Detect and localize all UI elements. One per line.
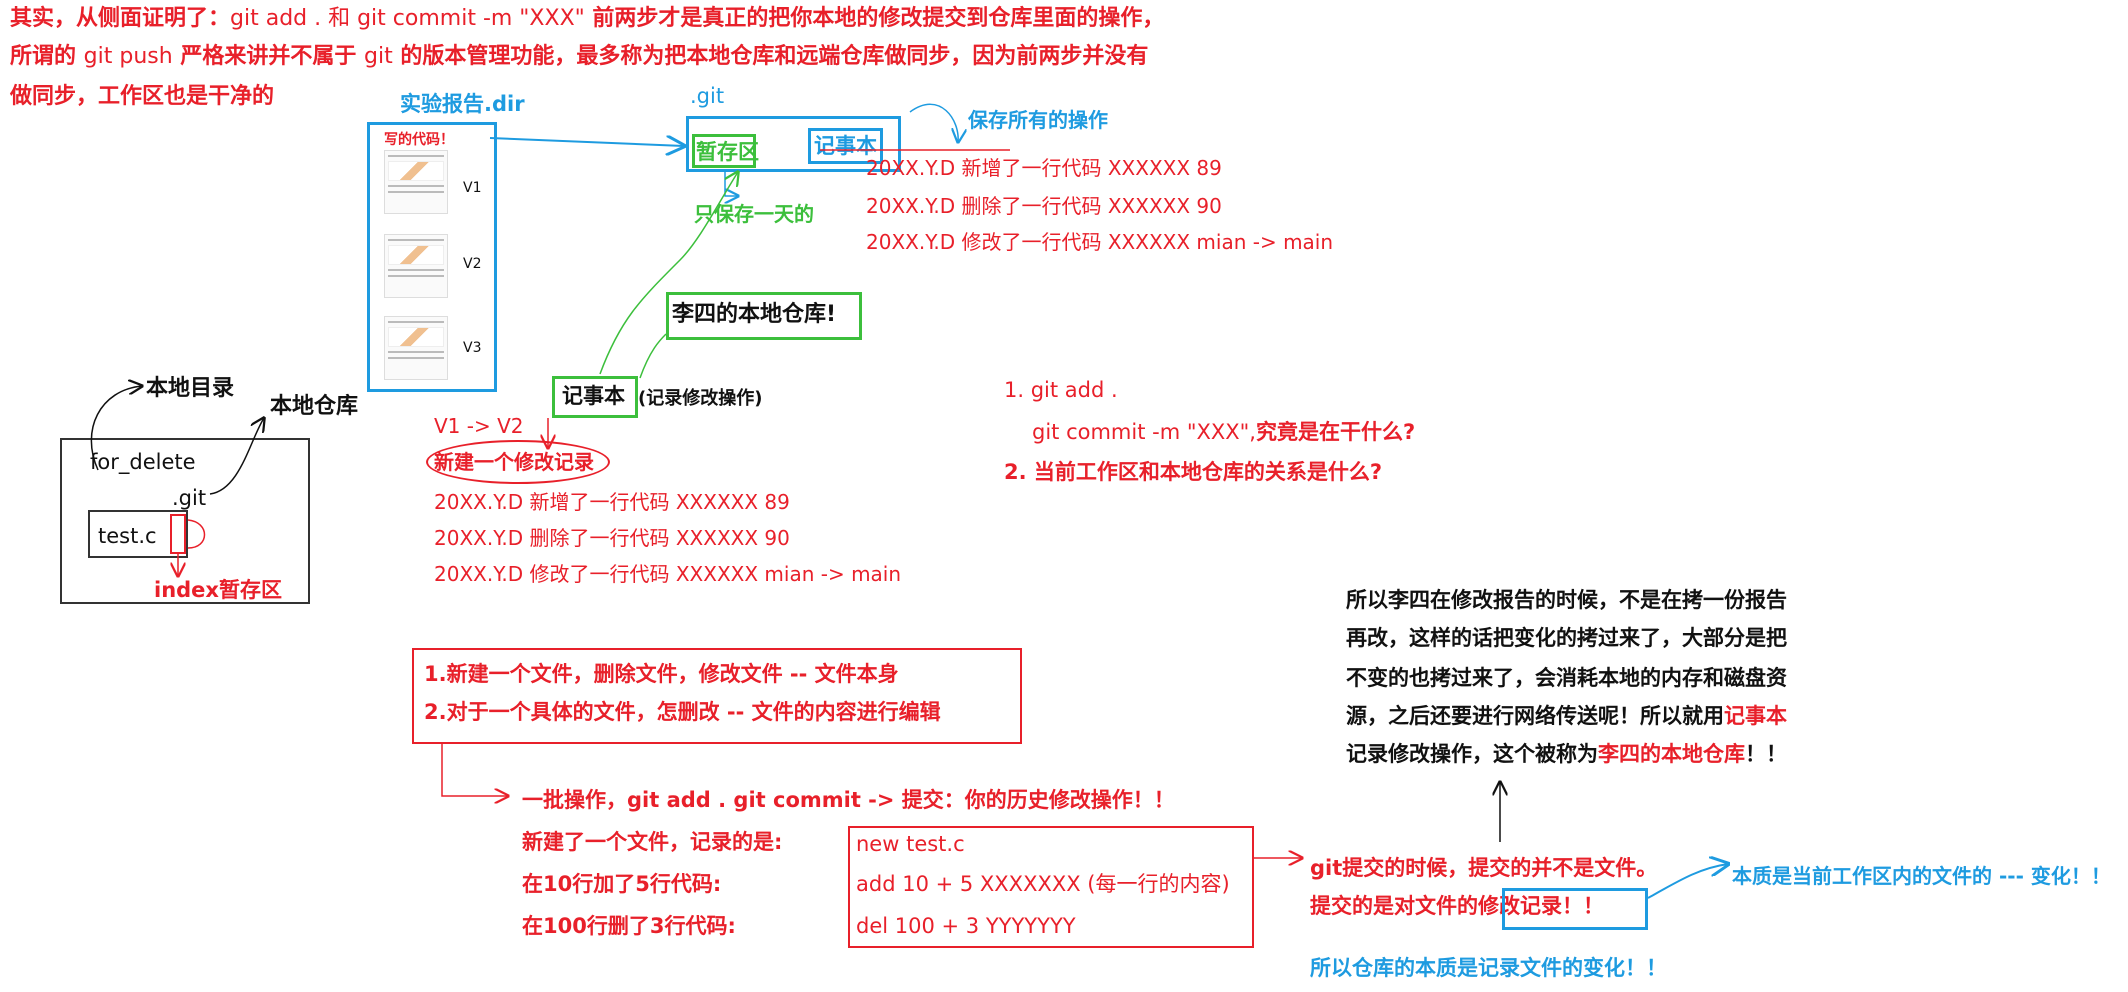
ops-item-2: 2.对于一个具体的文件，怎删改 -- 文件的内容进行编辑	[424, 700, 941, 724]
explain-line-3: 不变的也拷过来了，会消耗本地的内存和磁盘资	[1346, 666, 1787, 690]
header-line-2-b: 严格来讲并不属于	[172, 44, 365, 69]
save-one-day-note: 只保存一天的	[694, 202, 814, 226]
ops-row-3-label: 在100行删了3行代码:	[522, 914, 736, 938]
git-record-3: 20XX.Y.D 修改了一行代码 XXXXXX mian -> main	[866, 230, 1334, 254]
ops-item-1: 1.新建一个文件，删除文件，修改文件 -- 文件本身	[424, 662, 899, 686]
save-all-note: 保存所有的操作	[968, 108, 1108, 132]
conclusion-line-2-b: 修改记录！！	[1478, 894, 1604, 918]
lisi-arrow	[639, 333, 667, 379]
report-thumbnail-v2	[384, 234, 448, 298]
code-label: 写的代码！	[384, 132, 454, 148]
final-conclusion: 所以仓库的本质是记录文件的变化！！	[1310, 956, 1667, 980]
save-all-arrow	[909, 103, 958, 142]
header-line-3: 做同步，工作区也是干净的	[10, 84, 275, 109]
header-line-2-c: 的版本管理功能，最多称为把本地仓库和远端仓库做同步，因为前两步并没有	[392, 44, 1149, 69]
explain-line-5-b: 李四的本地仓库	[1598, 742, 1745, 766]
notebook-2-box	[552, 376, 638, 418]
explain-line-5-a: 记录修改操作，这个被称为	[1346, 742, 1598, 766]
local-record-2: 20XX.Y.D 删除了一行代码 XXXXXX 90	[434, 526, 790, 550]
question-2: 2. 当前工作区和本地仓库的关系是什么?	[1004, 460, 1383, 484]
header-line-1-rest: 前两步才是真正的把你本地的修改提交到仓库里面的操作，	[584, 6, 1165, 31]
index-curve	[187, 519, 206, 549]
report-to-git-arrow	[489, 138, 684, 146]
ops-row-1-label: 新建了一个文件，记录的是:	[522, 830, 783, 854]
staging-box	[692, 134, 756, 168]
report-thumbnail-v1	[384, 150, 448, 214]
explain-line-5-c: ！！	[1745, 742, 1787, 766]
conclusion-line-2-a: 提交的是对文件的	[1310, 894, 1478, 918]
report-thumbnail-v3	[384, 316, 448, 380]
local-record-1: 20XX.Y.D 新增了一行代码 XXXXXX 89	[434, 490, 790, 514]
local-record-3: 20XX.Y.D 修改了一行代码 XXXXXX mian -> main	[434, 562, 902, 586]
git-record-2: 20XX.Y.D 删除了一行代码 XXXXXX 90	[866, 194, 1222, 218]
explain-line-4: 源，之后还要进行网络传送呢！所以就用记事本	[1346, 704, 1787, 729]
local-dir-label: 本地目录	[146, 376, 235, 401]
version-v3: V3	[463, 340, 482, 356]
git-dir-box	[686, 116, 901, 172]
change-record-box	[1502, 888, 1648, 930]
ops-box	[412, 648, 1022, 744]
header-line-1: 其实，从侧面证明了：git add . 和 git commit -m "XXX…	[10, 6, 1164, 32]
explain-line-2: 再改，这样的话把变化的拷过来了，大部分是把	[1346, 626, 1787, 650]
header-line-2: 所谓的 git push 严格来讲并不属于 git 的版本管理功能，最多称为把本…	[10, 44, 1148, 70]
question-1a: 1. git add .	[1004, 378, 1118, 402]
explain-line-4-text: 源，之后还要进行网络传送呢！所以就用	[1346, 704, 1724, 728]
ops-values-box	[848, 826, 1254, 948]
notebook-label: 记事本	[814, 134, 877, 158]
new-record-ellipse	[426, 440, 610, 484]
notebook-2-note: (记录修改操作)	[638, 388, 763, 409]
lisi-repo-label: 李四的本地仓库!	[672, 302, 837, 327]
staging-label: 暂存区	[696, 140, 759, 164]
explain-notebook-word: 记事本	[1724, 704, 1787, 728]
header-line-2-git2: git	[364, 44, 393, 69]
question-1b-code: git commit -m "XXX",	[1032, 420, 1256, 444]
report-title: 实验报告.dir	[400, 92, 525, 116]
explain-line-5: 记录修改操作，这个被称为李四的本地仓库！！	[1346, 742, 1787, 767]
v1-v2-label: V1 -> V2	[434, 414, 524, 438]
report-box	[367, 122, 497, 392]
index-label: index暂存区	[154, 578, 282, 602]
file-name: test.c	[98, 524, 157, 548]
lisi-repo-box	[666, 292, 862, 340]
version-v1: V1	[463, 180, 482, 196]
question-1b: git commit -m "XXX",究竟是在干什么?	[1032, 420, 1415, 445]
header-line-2-git: git push	[83, 44, 173, 69]
ops-row-1-value: new test.c	[856, 832, 965, 856]
local-dir-arrow	[90, 386, 142, 471]
ops-row-2-label: 在10行加了5行代码:	[522, 872, 722, 896]
header-line-2-a: 所谓的	[10, 44, 84, 69]
folder-git: .git	[172, 486, 207, 510]
ops-row-3-value: del 100 + 3 YYYYYYY	[856, 914, 1076, 938]
question-1b-cn: 究竟是在干什么?	[1256, 420, 1416, 444]
notebook-2-label: 记事本	[562, 384, 625, 408]
git-dir-title: .git	[690, 84, 725, 108]
notebook-box	[808, 128, 883, 164]
file-box	[88, 510, 188, 558]
index-marker	[170, 514, 186, 554]
new-record-label: 新建一个修改记录	[434, 450, 594, 474]
git-record-1: 20XX.Y.D 新增了一行代码 XXXXXX 89	[866, 156, 1222, 180]
essence-note: 本质是当前工作区内的文件的 --- 变化！！	[1732, 864, 2111, 888]
header-line-1-git: git add . 和 git commit -m "XXX"	[230, 6, 585, 31]
ops-batch: 一批操作，git add . git commit -> 提交：你的历史修改操作…	[522, 788, 1175, 812]
essence-arrow	[1647, 864, 1728, 899]
conclusion-line-1: git提交的时候，提交的并不是文件。	[1310, 856, 1658, 880]
local-repo-label: 本地仓库	[270, 394, 359, 419]
ops-row-2-value: add 10 + 5 XXXXXXX (每一行的内容)	[856, 872, 1230, 896]
header-line-1-cn: 其实，从侧面证明了：	[10, 6, 231, 31]
explain-line-1: 所以李四在修改报告的时候，不是在拷一份报告	[1346, 588, 1787, 612]
folder-name: for_delete	[90, 450, 196, 474]
green-link	[599, 172, 738, 375]
version-v2: V2	[463, 256, 482, 272]
folder-box	[60, 438, 310, 604]
conclusion-line-2: 提交的是对文件的修改记录！！	[1310, 894, 1604, 919]
local-repo-arrow	[209, 418, 264, 495]
ops-to-batch-arrow	[441, 744, 508, 796]
